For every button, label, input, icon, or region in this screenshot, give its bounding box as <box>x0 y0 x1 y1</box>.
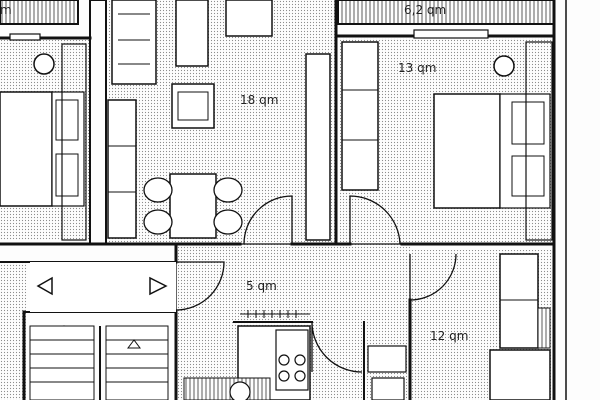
label-room-5: 5 qm <box>246 279 277 293</box>
shelf-room-12 <box>499 253 539 349</box>
pillow-left-1 <box>55 99 79 141</box>
label-balcony-right: 6,2 qm <box>404 3 446 17</box>
window-right <box>413 29 489 39</box>
bed-right <box>433 93 501 209</box>
pillow-right-1 <box>511 101 545 145</box>
bed-left <box>0 91 53 207</box>
wardrobe-right <box>341 41 379 191</box>
kitchen <box>183 310 311 400</box>
wardrobe-right-tall <box>525 41 553 241</box>
tall-cabinet <box>305 53 331 241</box>
armchair-top <box>225 0 273 37</box>
label-room-13: 13 qm <box>398 61 436 75</box>
window-left <box>9 33 41 41</box>
armchair-middle <box>171 83 215 129</box>
sofa-top <box>111 0 157 85</box>
label-room-18: 18 qm <box>240 93 278 107</box>
balcony-left <box>0 0 79 25</box>
chair-4 <box>213 209 243 235</box>
shelf-left <box>107 99 137 239</box>
label-room-12: 12 qm <box>430 329 468 343</box>
lamp-icon-left <box>33 53 55 75</box>
label-balcony-left: m <box>0 3 12 17</box>
balcony-right <box>337 0 555 25</box>
floor-left-bottom <box>0 262 26 400</box>
chair-2 <box>143 209 173 235</box>
dining-table <box>169 173 217 239</box>
arrow-left-icon <box>36 276 53 296</box>
pillow-right-2 <box>511 155 545 197</box>
bath-cabinet <box>367 345 407 373</box>
sideboard <box>175 0 209 67</box>
pillow-left-2 <box>55 153 79 197</box>
chair-1 <box>143 177 173 203</box>
landing <box>30 262 176 312</box>
desk-room-12 <box>489 349 551 400</box>
wardrobe-left <box>61 43 87 241</box>
arrow-right-icon <box>149 276 168 296</box>
chair-3 <box>213 177 243 203</box>
bath-fixture <box>371 377 405 400</box>
stairs <box>29 325 169 400</box>
lamp-icon-right <box>493 55 515 77</box>
